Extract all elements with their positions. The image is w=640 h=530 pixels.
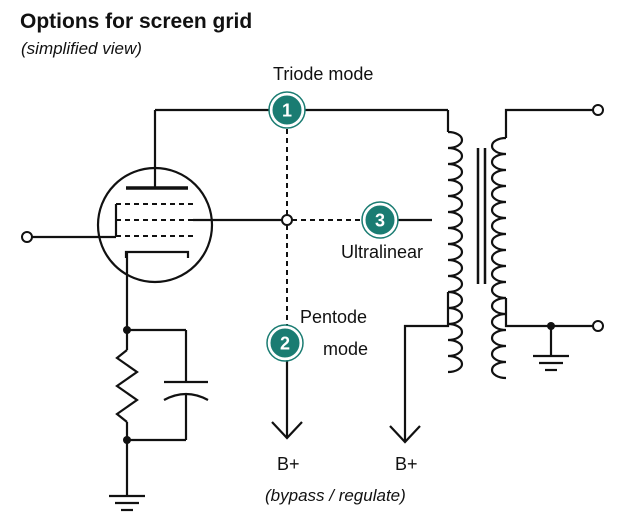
supply-note: (bypass / regulate): [265, 486, 406, 505]
ultralinear-label: Ultralinear: [341, 242, 423, 262]
triode-badge-circle: [269, 92, 305, 128]
ultralinear-badge-circle: [362, 202, 398, 238]
secondary-top-lead: [504, 108, 593, 138]
secondary-bottom-lead: [504, 298, 593, 328]
cathode-resistor: [115, 349, 139, 423]
bias-node-bottom: [123, 436, 131, 444]
pentode-supply-label: B+: [277, 454, 300, 474]
pentode-supply-arrow: [271, 421, 303, 440]
primary-supply-arrow: [389, 425, 421, 444]
tube-cathode: [124, 250, 190, 258]
pentode-label-line2: mode: [323, 339, 368, 359]
triode-badge-number: 1: [282, 101, 292, 121]
diagram-title: Options for screen grid: [20, 10, 253, 33]
secondary-coil: [490, 136, 507, 380]
primary-coil: [447, 130, 464, 374]
screen-junction: [281, 214, 293, 226]
diagram-subtitle: (simplified view): [21, 39, 142, 58]
pentode-badge-circle: [267, 325, 303, 361]
ultralinear-badge-number: 3: [375, 211, 385, 231]
triode-mode-label: Triode mode: [273, 64, 373, 84]
triode-badge: 1: [268, 91, 306, 129]
output-terminal-top: [592, 104, 604, 116]
input-terminal: [21, 231, 33, 243]
pentode-badge: 2: [266, 324, 304, 362]
pentode-label-line1: Pentode: [300, 307, 367, 327]
ultralinear-badge: 3: [361, 201, 399, 239]
primary-supply-label: B+: [395, 454, 418, 474]
output-terminal-bottom: [592, 320, 604, 332]
pentode-badge-number: 2: [280, 334, 290, 354]
primary-bottom-lead: [403, 292, 450, 442]
